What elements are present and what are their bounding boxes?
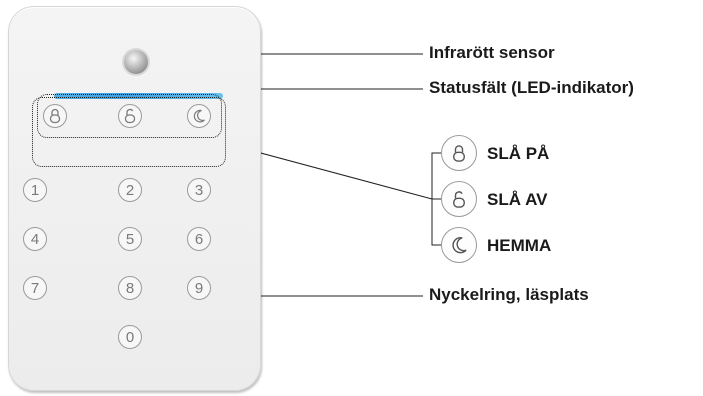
moon-icon	[452, 237, 467, 254]
key-ring-label: Nyckelring, läsplats	[429, 285, 589, 304]
key-7[interactable]: 7	[23, 276, 47, 300]
arm-key[interactable]	[43, 104, 67, 128]
key-4[interactable]: 4	[23, 227, 47, 251]
infrared-sensor	[124, 50, 148, 74]
key-ring-area-outline	[32, 97, 226, 167]
disarm-key[interactable]	[118, 104, 142, 128]
lock-open-icon	[453, 190, 465, 208]
key-0[interactable]: 0	[118, 325, 142, 349]
mode-disarm-label: SLÅ AV	[487, 190, 548, 209]
status-bar-label: Statusfält (LED-indikator)	[429, 78, 634, 97]
moon-icon	[193, 109, 205, 123]
key-5[interactable]: 5	[118, 227, 142, 251]
key-6[interactable]: 6	[187, 227, 211, 251]
key-9[interactable]: 9	[187, 276, 211, 300]
key-8[interactable]: 8	[118, 276, 142, 300]
key-1[interactable]: 1	[23, 178, 47, 202]
mode-disarm-icon-badge	[441, 181, 477, 217]
keypad-device: 1 2 3 4 5 6 7 8 9 0	[8, 6, 261, 391]
mode-arm-icon-badge	[441, 135, 477, 171]
lock-closed-icon	[49, 108, 61, 124]
key-3[interactable]: 3	[187, 178, 211, 202]
lock-open-icon	[124, 108, 136, 124]
led-status-bar	[54, 93, 223, 99]
ir-sensor-label: Infrarött sensor	[429, 43, 555, 62]
mode-home-label: HEMMA	[487, 236, 552, 255]
mode-arm-label: SLÅ PÅ	[487, 144, 550, 163]
key-2[interactable]: 2	[118, 178, 142, 202]
home-key[interactable]	[187, 104, 211, 128]
mode-keys-outline	[37, 94, 222, 138]
mode-home-icon-badge	[441, 227, 477, 263]
lock-closed-icon	[453, 144, 465, 162]
